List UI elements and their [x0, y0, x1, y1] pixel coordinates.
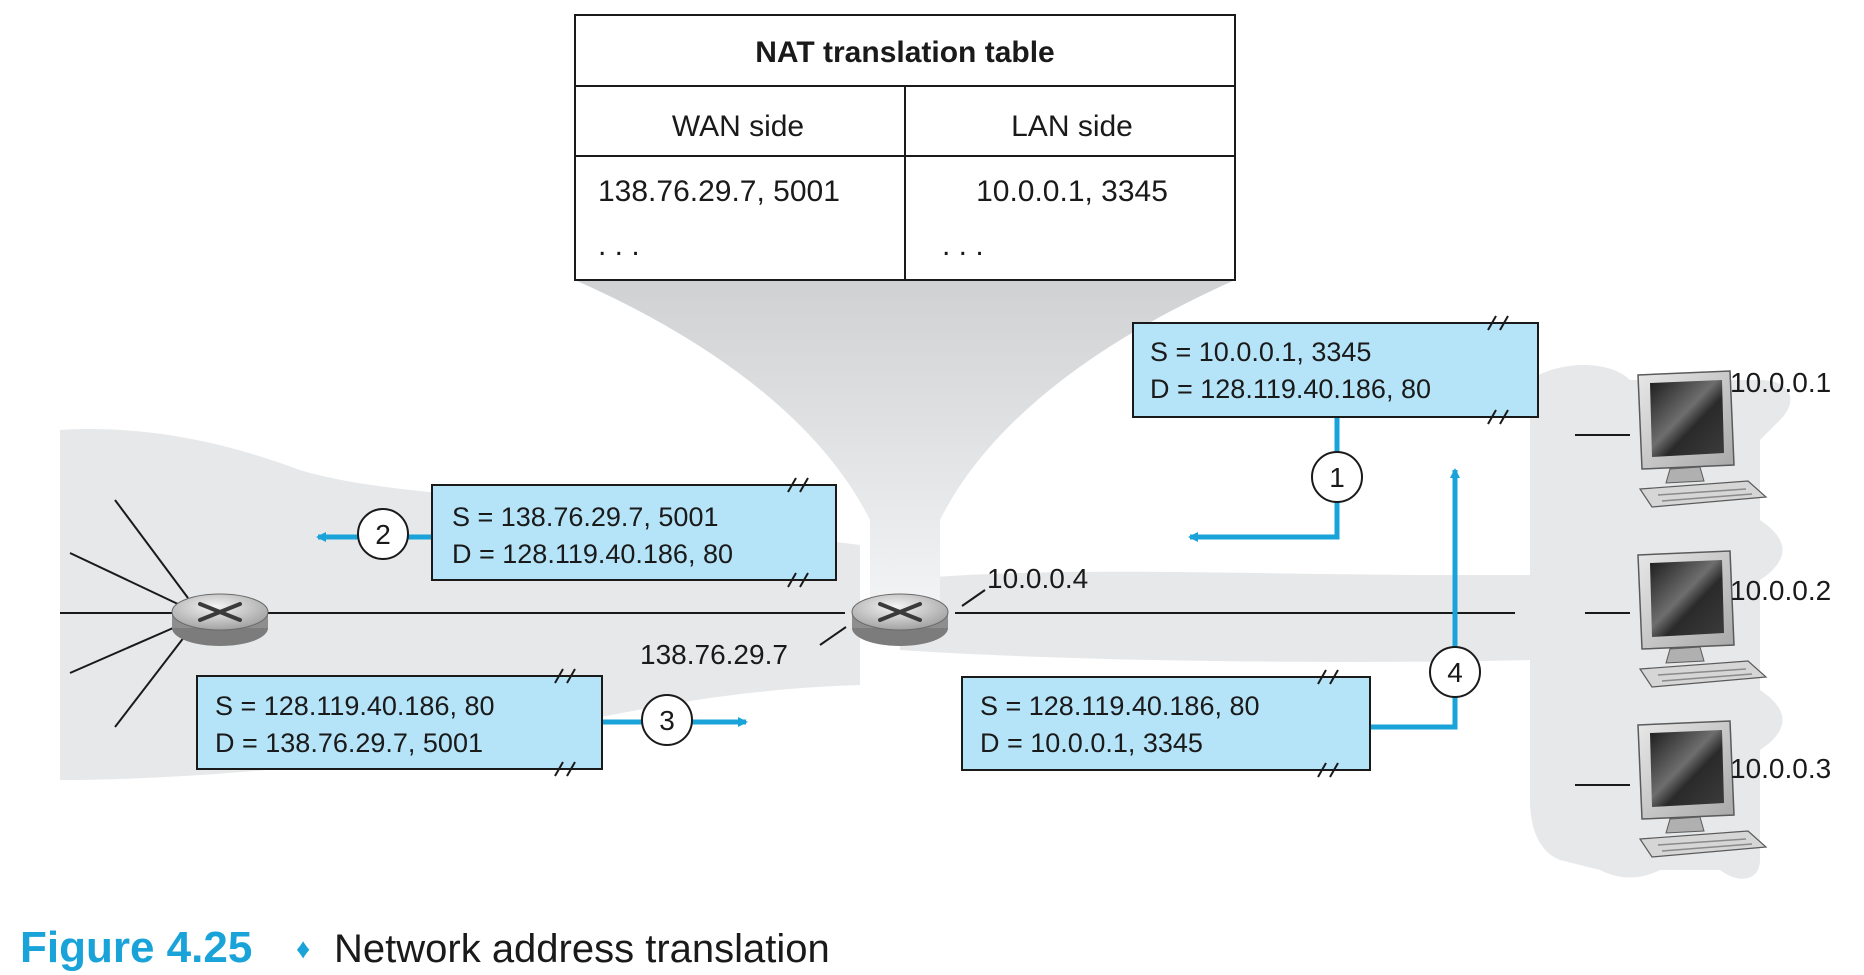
- host-computer-2: [1637, 550, 1768, 688]
- fanout-link-2: [69, 552, 181, 606]
- packet-1: S = 10.0.0.1, 3345 D = 128.119.40.186, 8…: [1132, 315, 1539, 425]
- host1-address: 10.0.0.1: [1730, 367, 1831, 398]
- network-links: [60, 434, 1630, 786]
- break-mark-icon: [787, 477, 809, 588]
- break-mark-icon: [1317, 669, 1339, 778]
- table-cell-wan-2: . . .: [598, 229, 640, 262]
- table-cell-lan-1: 10.0.0.1, 3345: [976, 175, 1168, 208]
- nat-wan-pointer: [819, 626, 847, 646]
- packet-1-source: S = 10.0.0.1, 3345: [1150, 337, 1371, 367]
- router-arrows-icon: [878, 602, 922, 622]
- step-marker-4: 4: [1429, 646, 1481, 698]
- internet-router: [171, 593, 269, 646]
- nat-wan-address: 138.76.29.7: [640, 639, 788, 670]
- packet-3: S = 128.119.40.186, 80 D = 138.76.29.7, …: [196, 668, 603, 777]
- packet-4-dest: D = 10.0.0.1, 3345: [980, 728, 1203, 758]
- caption-text: Network address translation: [334, 927, 830, 971]
- fanout-link-4: [114, 631, 189, 728]
- packet-3-source: S = 128.119.40.186, 80: [215, 691, 495, 721]
- packet-4-source: S = 128.119.40.186, 80: [980, 691, 1260, 721]
- monitor-screen-icon: [1650, 380, 1724, 457]
- break-mark-icon: [1487, 315, 1509, 425]
- packet-2-dest: D = 128.119.40.186, 80: [452, 539, 733, 569]
- step-number-2: 2: [375, 519, 391, 550]
- monitor-screen-icon: [1650, 560, 1724, 637]
- table-header-wan: WAN side: [672, 110, 804, 143]
- lan-shading: [900, 571, 1530, 662]
- monitor-screen-icon: [1650, 730, 1724, 807]
- break-mark-icon: [554, 668, 576, 777]
- host2-address: 10.0.0.2: [1730, 575, 1831, 606]
- nat-router: [851, 593, 949, 646]
- router-arrows-icon: [198, 602, 242, 622]
- packet-4: S = 128.119.40.186, 80 D = 10.0.0.1, 334…: [961, 669, 1371, 778]
- host3-address: 10.0.0.3: [1730, 753, 1831, 784]
- step-marker-1: 1: [1311, 451, 1363, 503]
- table-title: NAT translation table: [755, 36, 1054, 69]
- table-header-lan: LAN side: [1011, 110, 1133, 143]
- table-cell-lan-2: . . .: [942, 229, 984, 262]
- host-computer-1: [1637, 370, 1768, 508]
- fanout-link-3: [69, 624, 181, 674]
- host-computer-3: [1637, 720, 1768, 858]
- step-number-3: 3: [659, 705, 675, 736]
- step-number-1: 1: [1329, 462, 1345, 493]
- packet-3-dest: D = 138.76.29.7, 5001: [215, 728, 483, 758]
- packet-1-dest: D = 128.119.40.186, 80: [1150, 374, 1431, 404]
- caption-figure-number: Figure 4.25: [20, 923, 252, 972]
- table-cell-wan-1: 138.76.29.7, 5001: [598, 175, 840, 208]
- packet-2: S = 138.76.29.7, 5001 D = 128.119.40.186…: [431, 477, 837, 588]
- nat-lan-pointer: [961, 589, 986, 607]
- step-number-4: 4: [1447, 657, 1463, 688]
- fanout-link-1: [114, 499, 189, 599]
- nat-lan-address: 10.0.0.4: [987, 563, 1088, 594]
- caption-separator: ♦: [296, 933, 310, 964]
- flow-arrow-4: [1370, 468, 1460, 730]
- figure-caption: Figure 4.25 ♦ Network address translatio…: [20, 923, 830, 972]
- table-funnel: [575, 280, 1235, 600]
- nat-translation-table: NAT translation table WAN side LAN side …: [574, 14, 1236, 281]
- packet-2-source: S = 138.76.29.7, 5001: [452, 502, 718, 532]
- step-marker-3: 3: [641, 694, 693, 746]
- step-marker-2: 2: [357, 508, 409, 560]
